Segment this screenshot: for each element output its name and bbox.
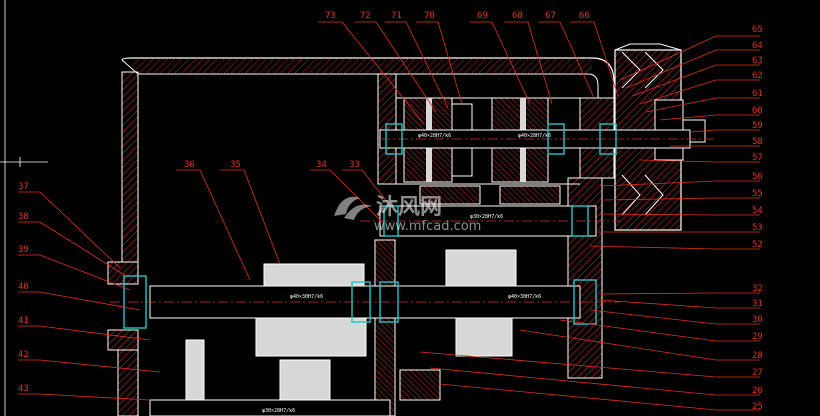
callout-label: 73	[325, 11, 336, 21]
callout-label: 54	[752, 206, 763, 216]
callout-label: 55	[752, 189, 763, 199]
callout-label: 59	[752, 121, 763, 131]
callout-label: 37	[18, 182, 29, 192]
watermark-url: www.mfcad.com	[374, 219, 481, 234]
callout-label: 28	[752, 351, 763, 361]
svg-text:φ30×28H7/k6: φ30×28H7/k6	[262, 408, 295, 414]
callout-label: 39	[18, 245, 29, 255]
callout-label: 36	[184, 160, 195, 170]
callout-label: 62	[752, 71, 763, 81]
callout-label: 27	[752, 368, 763, 378]
intermediate-shaft: φ30×28H7/k6	[360, 185, 620, 237]
callouts-top: 73 72 71 70 69 68 67 66	[325, 11, 590, 21]
callout-label: 25	[752, 402, 763, 412]
callout-label: 63	[752, 56, 763, 66]
callout-label: 69	[477, 11, 488, 21]
svg-text:φ30×28H7/k6: φ30×28H7/k6	[470, 214, 503, 220]
leader-lines	[18, 21, 760, 411]
svg-text:φ40×30H7/k6: φ40×30H7/k6	[290, 294, 323, 300]
callout-label: 26	[752, 386, 763, 396]
callout-label: 29	[752, 332, 763, 342]
callout-label: 31	[752, 299, 763, 309]
callout-label: 70	[424, 11, 435, 21]
callout-label: 58	[752, 137, 763, 147]
callout-label: 64	[752, 41, 763, 51]
callout-label: 60	[752, 106, 763, 116]
mfcad-logo-icon	[334, 196, 372, 220]
drawing-frame	[0, 0, 48, 416]
callout-label: 41	[18, 316, 29, 326]
svg-text:φ40×28H7/k6: φ40×28H7/k6	[518, 133, 551, 139]
callout-label: 53	[752, 223, 763, 233]
callout-label: 35	[230, 160, 241, 170]
callout-label: 32	[752, 284, 763, 294]
callout-label: 40	[18, 282, 29, 292]
lower-shaft: φ30×28H7/k6	[149, 339, 441, 416]
callout-label: 61	[752, 89, 763, 99]
callout-label: 56	[752, 172, 763, 182]
callout-label: 72	[360, 11, 371, 21]
callouts-right: 65 64 63 62 61 60 59 58 57 56 55 54 53 5…	[752, 25, 763, 412]
svg-text:φ40×30H7/k6: φ40×30H7/k6	[508, 294, 541, 300]
callout-label: 42	[18, 350, 29, 360]
callout-label: 30	[752, 315, 763, 325]
callout-label: 66	[579, 11, 590, 21]
upper-clutch-shaft: φ40×28H7/k6 φ40×28H7/k6	[379, 97, 715, 183]
callout-label: 57	[752, 153, 763, 163]
watermark: 沐风网 www.mfcad.com	[334, 195, 481, 234]
svg-text:φ40×28H7/k6: φ40×28H7/k6	[418, 133, 451, 139]
callout-label: 34	[316, 160, 327, 170]
callout-label: 43	[18, 384, 29, 394]
watermark-text: 沐风网	[376, 195, 442, 220]
callout-label: 33	[349, 160, 360, 170]
callout-label: 71	[391, 11, 402, 21]
callouts-left: 37 38 39 40 41 42 43	[18, 182, 29, 394]
callout-label: 68	[512, 11, 523, 21]
callout-label: 65	[752, 25, 763, 35]
callout-label: 67	[545, 11, 556, 21]
callouts-mid: 36 35 34 33	[184, 160, 360, 170]
callout-label: 38	[18, 212, 29, 222]
callout-label: 52	[752, 240, 763, 250]
main-output-shaft: φ40×30H7/k6 φ40×30H7/k6	[110, 249, 620, 357]
